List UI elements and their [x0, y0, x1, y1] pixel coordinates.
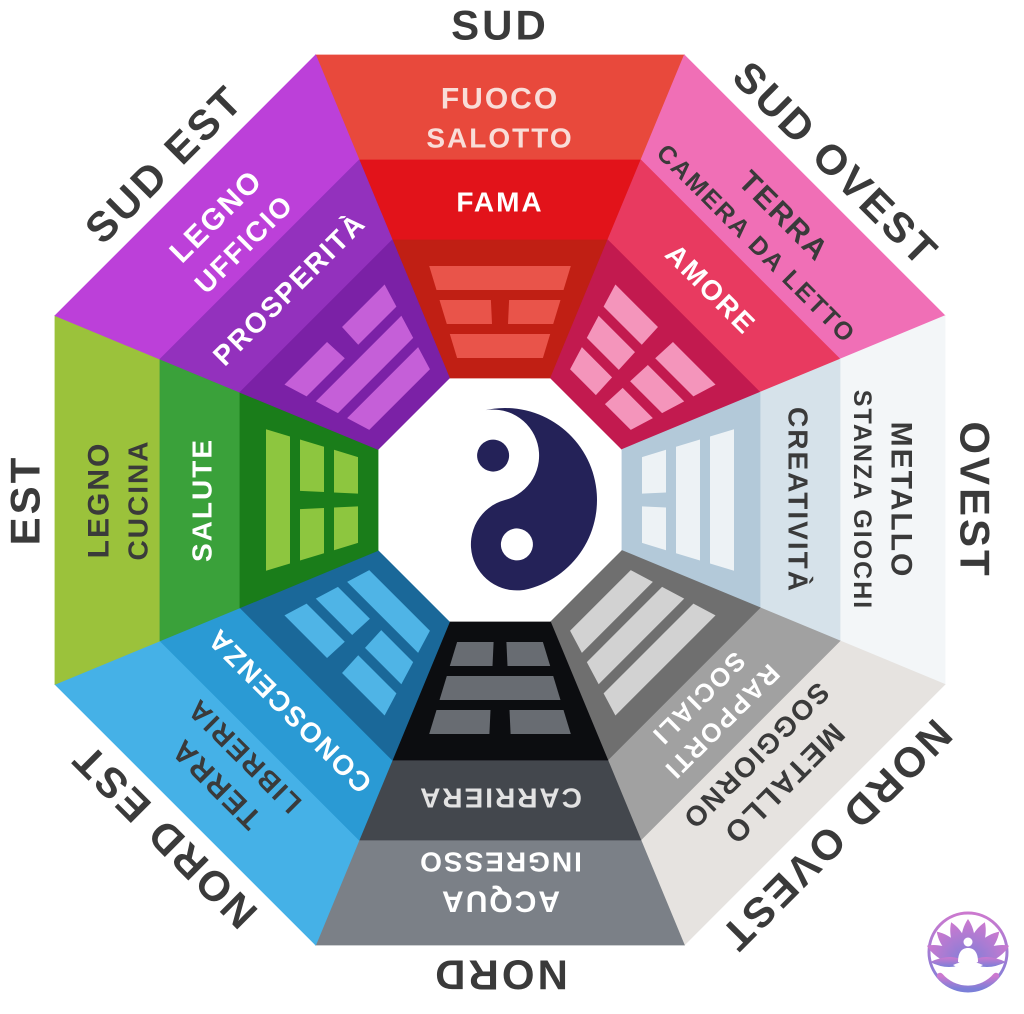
trigram-line-solid — [266, 429, 290, 571]
sector-sud: SUD FUOCO SALOTTO FAMA — [315, 2, 685, 379]
trigram-nord-est — [284, 570, 430, 716]
direction-label-est: EST — [2, 455, 49, 546]
trigram-nord — [429, 642, 571, 734]
trigram-line-solid — [710, 429, 734, 571]
trigram-line-solid — [315, 315, 414, 414]
trigram-line-broken-left — [506, 642, 551, 666]
trigram-ovest — [642, 429, 734, 571]
trigram-line-broken-right — [315, 586, 370, 635]
trigram-line-solid — [586, 586, 685, 685]
trigram-line-solid — [429, 266, 571, 290]
trigram-sud-ovest — [570, 284, 716, 430]
element-label-sud: FUOCO — [441, 83, 559, 116]
trigram-line-solid — [449, 334, 551, 358]
trigram-line-broken-right — [300, 439, 324, 492]
yin-dot-light — [500, 528, 533, 561]
element-label-nord: ACQUA — [440, 885, 560, 918]
lotus-logo-group — [926, 911, 1010, 993]
aspect-label-ovest: CREATIVITÀ — [783, 407, 814, 593]
trigram-est — [266, 429, 358, 571]
trigram-line-broken-left — [439, 300, 492, 324]
trigram-line-broken-right — [449, 642, 494, 666]
yin-yang-glyph — [470, 408, 597, 591]
trigram-line-broken-right — [284, 603, 345, 658]
trigram-line-broken-left — [365, 630, 414, 685]
trigram-line-broken-left — [586, 315, 635, 370]
meditator-legs — [953, 961, 983, 970]
lotus-logo — [926, 911, 1010, 993]
lotus-swoosh — [936, 972, 1000, 992]
trigram-line-broken-right — [429, 710, 491, 734]
room-label-est: CUCINA — [123, 440, 154, 561]
trigram-line-broken-right — [642, 506, 666, 551]
trigram-line-broken-right — [630, 365, 685, 414]
aspect-label-nord: CARRIERA — [418, 783, 582, 814]
room-label-ovest: STANZA GIOCHI — [848, 390, 876, 610]
meditator-body — [958, 948, 978, 965]
trigram-line-solid — [347, 347, 430, 430]
trigram-nord-ovest — [570, 570, 716, 716]
yin-dot-dark — [477, 439, 510, 472]
trigram-line-broken-right — [508, 300, 561, 324]
trigram-line-broken-left — [300, 508, 324, 561]
room-label-sud: SALOTTO — [426, 123, 573, 154]
trigram-line-broken-left — [342, 655, 397, 716]
trigram-line-broken-left — [509, 710, 571, 734]
trigram-line-broken-left — [570, 347, 613, 396]
trigram-line-broken-right — [655, 342, 716, 397]
meditator-head — [963, 937, 973, 947]
element-label-est: LEGNO — [83, 442, 116, 559]
sector-ovest: OVEST METALLO STANZA GIOCHI CREATIVITÀ — [621, 315, 999, 685]
aspect-label-est: SALUTE — [187, 438, 218, 562]
yin-dark-half — [470, 408, 597, 591]
trigram-line-broken-left — [284, 342, 345, 397]
trigram-line-broken-left — [334, 506, 358, 551]
direction-label-nord: NORD — [432, 952, 568, 999]
trigram-line-solid — [439, 676, 561, 700]
trigram-line-broken-right — [604, 387, 653, 430]
trigram-line-broken-right — [342, 284, 397, 345]
direction-label-ovest: OVEST — [952, 421, 999, 578]
element-label-ovest: METALLO — [885, 422, 918, 579]
trigram-line-solid — [676, 439, 700, 561]
room-label-nord: INGRESSO — [418, 847, 582, 878]
trigram-line-solid — [570, 570, 653, 653]
direction-label-sud: SUD — [451, 2, 549, 49]
trigram-sud — [429, 266, 571, 358]
trigram-line-solid — [603, 603, 716, 716]
aspect-label-sud: FAMA — [456, 187, 543, 218]
yin-yang-symbol — [470, 408, 597, 591]
trigram-line-broken-left — [642, 449, 666, 494]
trigram-sud-est — [284, 284, 430, 430]
trigram-line-broken-right — [334, 449, 358, 494]
sector-nord: NORD ACQUA INGRESSO CARRIERA — [315, 621, 685, 999]
trigram-line-solid — [347, 570, 430, 653]
trigram-line-broken-left — [603, 284, 658, 345]
